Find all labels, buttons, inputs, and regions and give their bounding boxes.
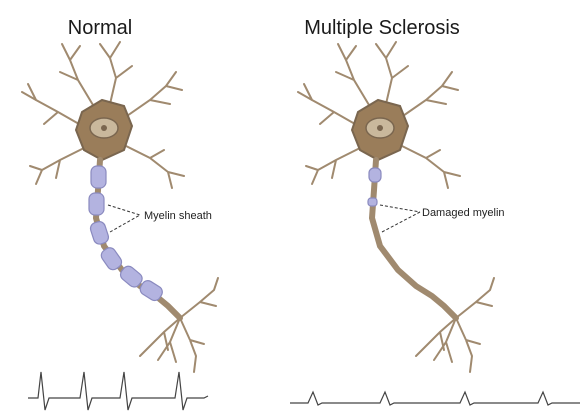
- normal-nerve-signal: [28, 372, 208, 410]
- normal-myelin-sheath: [89, 166, 165, 303]
- normal-callout-lines: [108, 205, 140, 232]
- ms-axon: [372, 160, 456, 318]
- normal-neuron: Myelin sheath: [22, 42, 218, 372]
- myelin-sheath-label: Myelin sheath: [144, 210, 212, 222]
- damaged-myelin-label: Damaged myelin: [422, 207, 505, 219]
- ms-nerve-signal: [290, 392, 580, 405]
- ms-neuron: Damaged myelin: [298, 42, 505, 372]
- ms-callout-lines: [380, 205, 420, 232]
- ms-panel-title: Multiple Sclerosis: [304, 17, 460, 39]
- normal-panel-title: Normal: [68, 17, 132, 39]
